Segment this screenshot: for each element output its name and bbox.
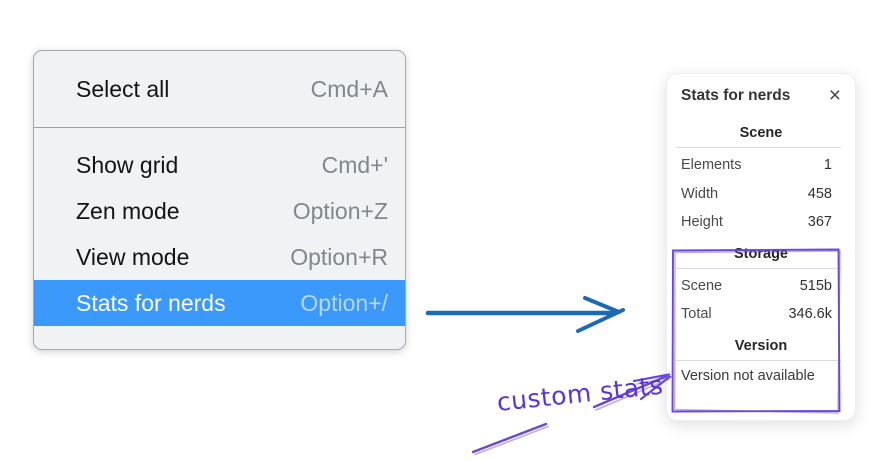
stat-label: Scene (681, 277, 723, 294)
scene-section-header: Scene (739, 125, 783, 141)
menu-item-shortcut: Cmd+A (310, 75, 388, 102)
menu-item-zen-mode[interactable]: Zen mode Option+Z (34, 188, 405, 234)
section-divider (676, 359, 841, 361)
close-icon[interactable]: × (828, 84, 841, 107)
menu-item-label: Show grid (76, 151, 179, 178)
menu-item-label: View mode (76, 243, 190, 270)
stat-value: 1 (823, 157, 832, 174)
section-divider (676, 147, 841, 148)
menu-item-shortcut: Option+Z (292, 197, 388, 224)
stat-label: Elements (681, 157, 742, 174)
stat-row-elements: Elements 1 (667, 151, 855, 180)
stats-panel-title: Stats for nerds (681, 87, 791, 104)
stat-row-total-size: Total 346.6k (667, 300, 855, 329)
section-divider (676, 267, 841, 269)
stat-row-width: Width 458 (667, 180, 855, 209)
context-menu: Select all Cmd+A Show grid Cmd+' Zen mod… (33, 50, 406, 350)
menu-item-label: Select all (76, 75, 170, 102)
custom-stats-annotation-label: custom stats (495, 370, 665, 417)
stat-label: Height (681, 214, 723, 231)
context-menu-group-top: Select all Cmd+A (34, 51, 405, 127)
stats-panel-header: Stats for nerds × (667, 74, 855, 107)
menu-item-select-all[interactable]: Select all Cmd+A (34, 51, 405, 127)
version-note: Version not available (681, 367, 815, 384)
flow-arrow (425, 296, 625, 333)
stat-label: Total (681, 306, 712, 323)
menu-item-label: Stats for nerds (76, 289, 226, 316)
stat-label: Width (681, 185, 719, 202)
storage-section-header: Storage (734, 245, 788, 262)
menu-item-show-grid[interactable]: Show grid Cmd+' (34, 142, 405, 188)
context-menu-group-bottom: Show grid Cmd+' Zen mode Option+Z View m… (34, 128, 405, 326)
stat-value: 515b (799, 277, 832, 294)
menu-item-shortcut: Cmd+' (321, 151, 388, 178)
menu-divider (34, 127, 405, 128)
stat-value: 458 (807, 185, 832, 202)
menu-item-label: Zen mode (76, 197, 180, 224)
menu-item-shortcut: Option+/ (300, 289, 388, 316)
stat-row-scene-size: Scene 515b (667, 272, 855, 301)
menu-item-view-mode[interactable]: View mode Option+R (34, 234, 405, 280)
version-section-header: Version (734, 337, 788, 354)
stat-value: 367 (807, 214, 832, 231)
stat-row-height: Height 367 (667, 208, 855, 237)
stat-value: 346.6k (788, 306, 832, 323)
menu-item-stats-for-nerds[interactable]: Stats for nerds Option+/ (34, 280, 405, 326)
stats-panel: Stats for nerds × Scene Elements 1 Width… (666, 73, 856, 421)
menu-item-shortcut: Option+R (290, 243, 388, 270)
